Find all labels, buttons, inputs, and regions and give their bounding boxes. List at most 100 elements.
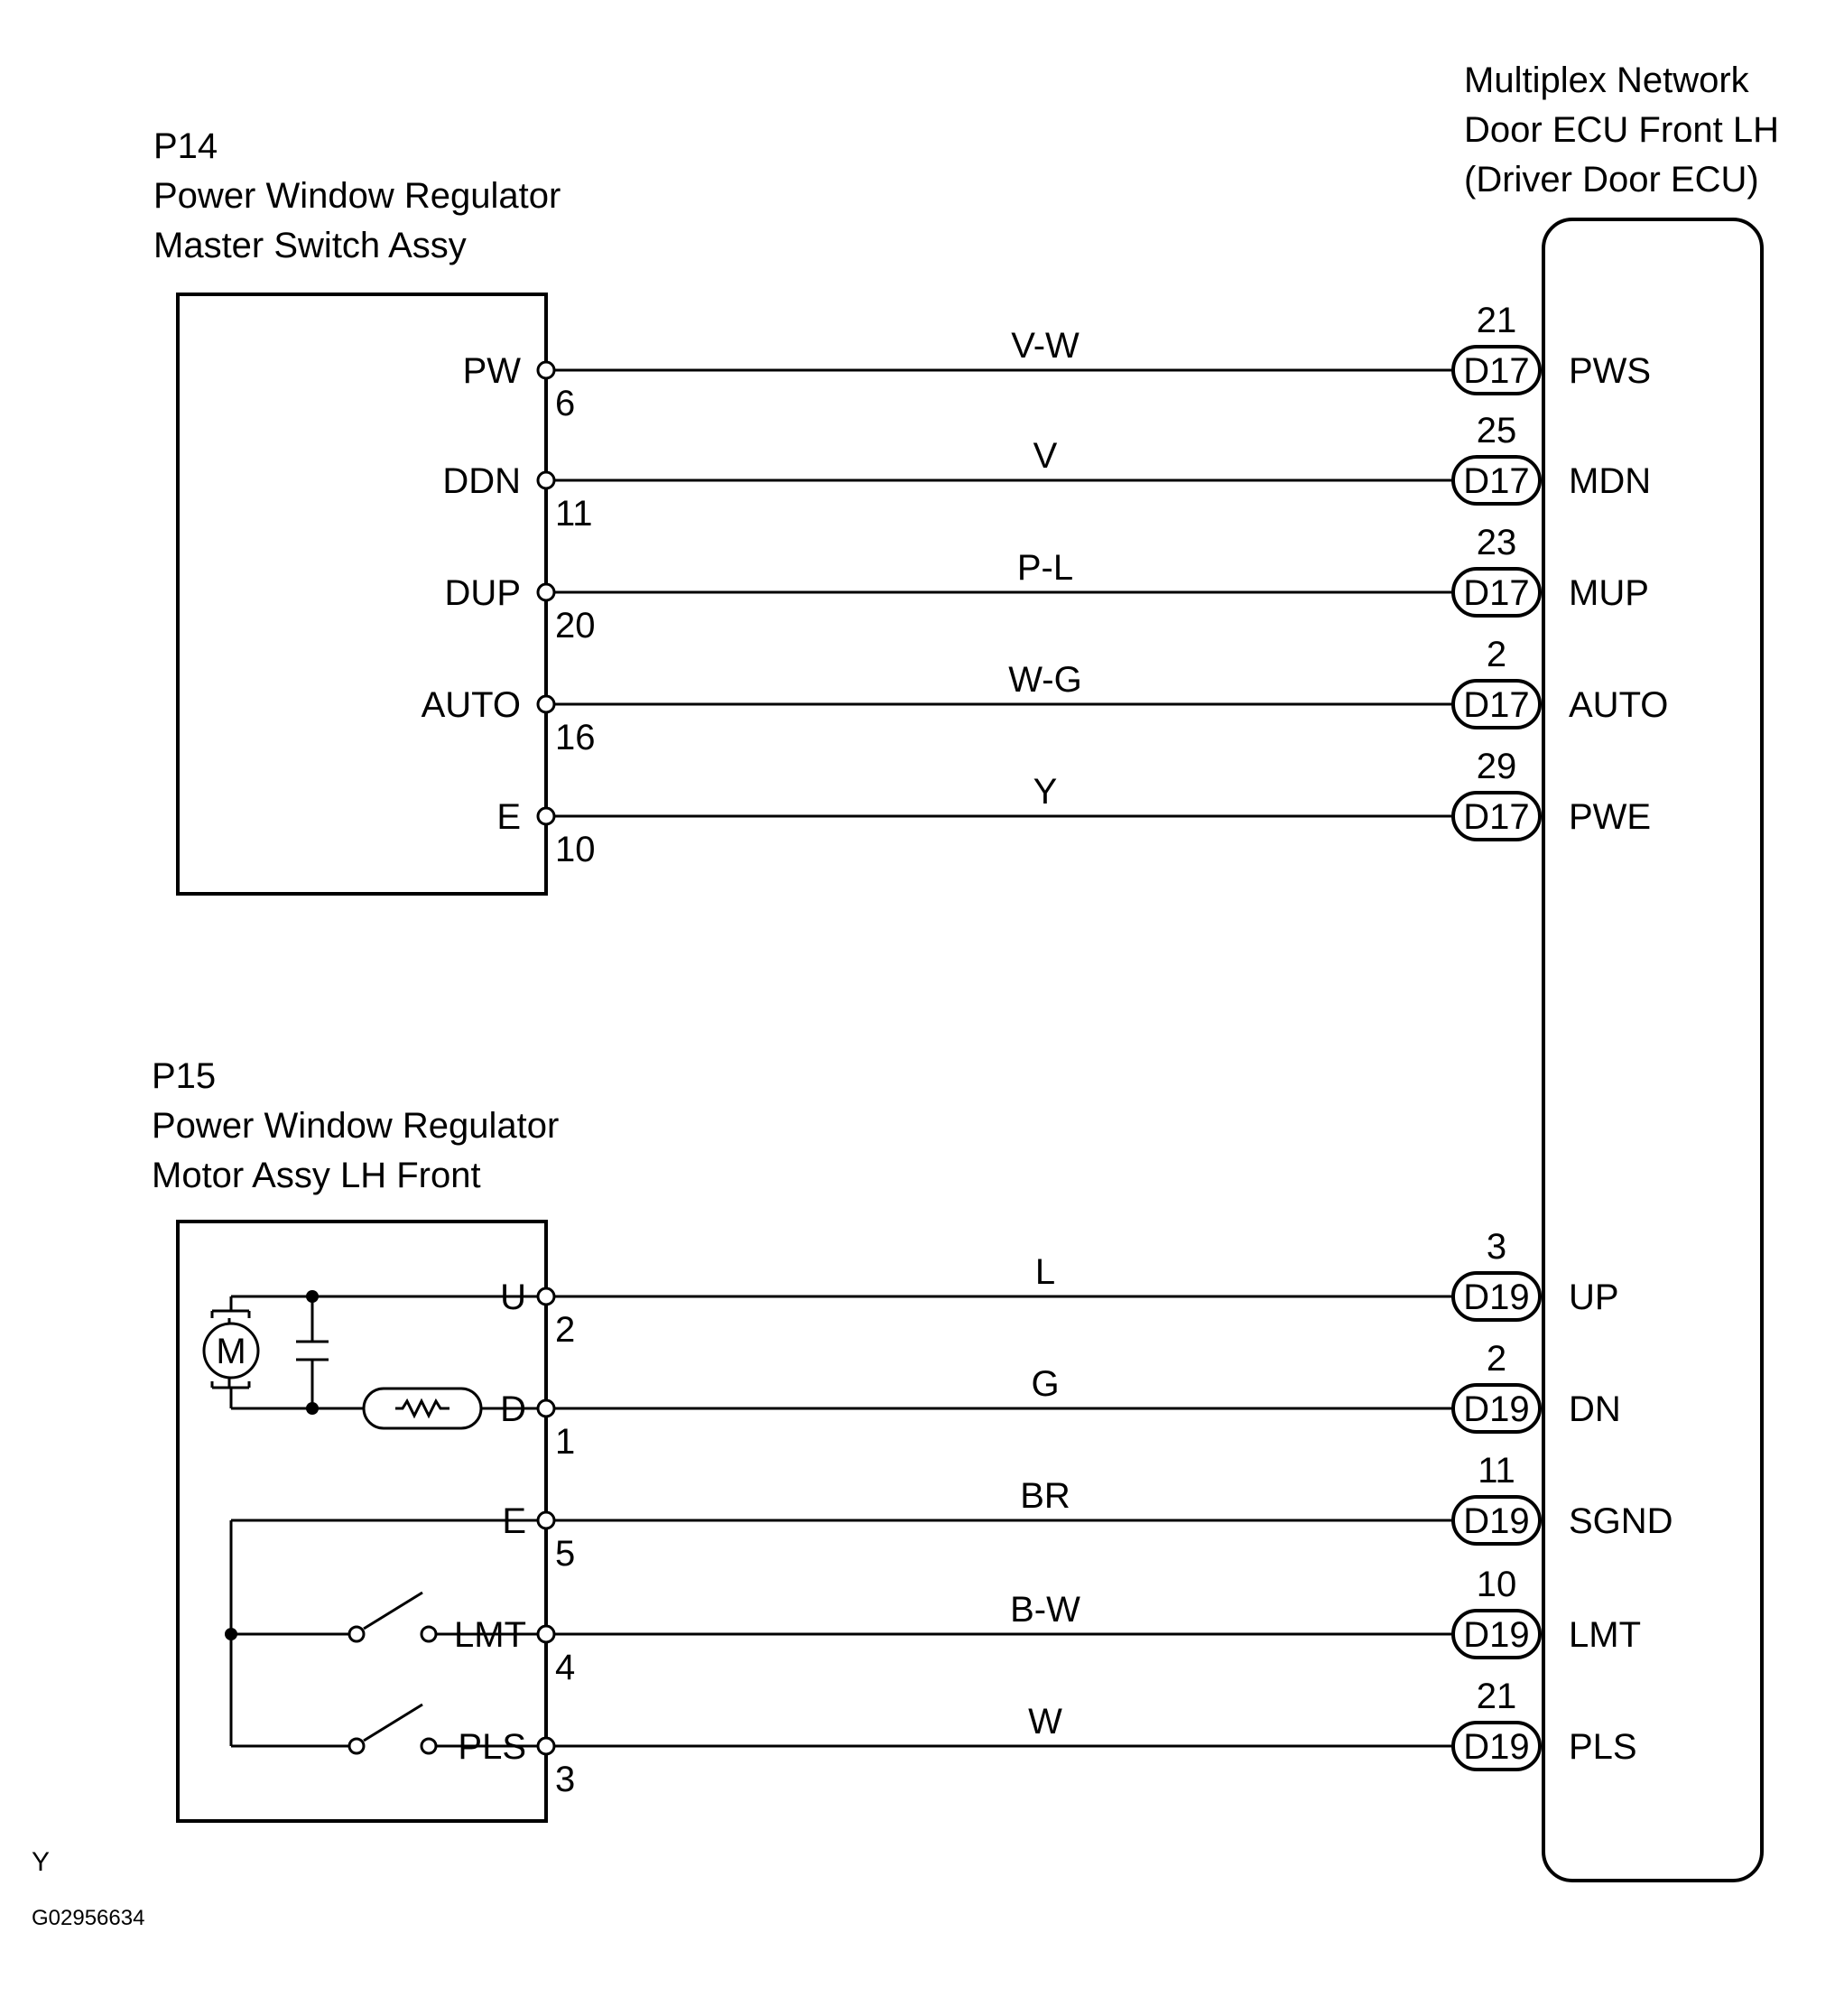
terminal-circle [536, 582, 556, 602]
connector-code: D17 [1463, 685, 1529, 725]
pin-label: AUTO [422, 685, 521, 725]
p14-name-line1: Power Window Regulator [153, 176, 561, 216]
connector-code: D17 [1463, 351, 1529, 391]
p15-code: P15 [152, 1056, 216, 1096]
ecu-pin-label: UP [1569, 1277, 1619, 1317]
switch-contact [420, 1737, 438, 1755]
ecu-pin-label: LMT [1569, 1615, 1641, 1655]
terminal-circle [536, 1736, 556, 1756]
pin-number: 1 [555, 1422, 575, 1462]
pin-label: DDN [442, 461, 521, 501]
pin-label: E [496, 797, 521, 837]
pin-label: U [500, 1277, 526, 1317]
connector-oval [1451, 455, 1542, 506]
ecu-pin-number: 3 [1487, 1227, 1506, 1267]
p14-name-line2: Master Switch Assy [153, 226, 467, 265]
wire-color: W-G [1008, 660, 1081, 700]
connector-code: D17 [1463, 797, 1529, 837]
terminal-circle [536, 1287, 556, 1306]
motor-icon [202, 1322, 260, 1380]
pin-label: LMT [454, 1615, 526, 1655]
ecu-title-line3: (Driver Door ECU) [1464, 160, 1759, 200]
connector-oval [1451, 345, 1542, 395]
p15-internal-circuit [210, 1295, 546, 1748]
connector-oval [1451, 567, 1542, 618]
pin-number: 16 [555, 718, 596, 757]
wire-color: L [1035, 1252, 1055, 1292]
ecu-pin-label: DN [1569, 1389, 1621, 1429]
wire-color: P-L [1017, 548, 1073, 588]
switch-contact [347, 1625, 366, 1643]
connector-code: D19 [1463, 1727, 1529, 1767]
connector-code: D19 [1463, 1389, 1529, 1429]
wire-color: G [1031, 1364, 1059, 1404]
pin-number: 3 [555, 1760, 575, 1799]
ecu-pin-label: SGND [1569, 1501, 1673, 1541]
wire-color: Y [1033, 772, 1058, 812]
pin-number: 5 [555, 1534, 575, 1574]
wire-color: B-W [1010, 1590, 1080, 1630]
ecu-pin-label: AUTO [1569, 685, 1668, 725]
connector-code: D19 [1463, 1277, 1529, 1317]
ecu-pin-number: 23 [1477, 523, 1517, 562]
figure-id: G02956634 [32, 1906, 144, 1930]
ecu-title-line2: Door ECU Front LH [1464, 110, 1779, 150]
connector-oval [1451, 1609, 1542, 1659]
ecu-pin-label: MDN [1569, 461, 1651, 501]
footer-mark: Y [32, 1847, 50, 1877]
terminal-circle [536, 470, 556, 490]
pin-number: 11 [555, 494, 593, 534]
ecu-pin-number: 2 [1487, 635, 1506, 674]
pin-label: E [502, 1501, 526, 1541]
pin-label: PLS [458, 1727, 526, 1767]
terminal-circle [536, 806, 556, 826]
connector-oval [1451, 791, 1542, 841]
ecu-pin-number: 21 [1477, 1677, 1517, 1716]
terminal-circle [536, 360, 556, 380]
ecu-box [1542, 218, 1764, 1882]
pin-number: 6 [555, 384, 575, 423]
p15-name-line1: Power Window Regulator [152, 1106, 559, 1146]
ecu-pin-number: 2 [1487, 1339, 1506, 1379]
wire-color: V-W [1011, 326, 1080, 366]
connector-oval [1451, 1271, 1542, 1322]
wire-color: BR [1020, 1476, 1070, 1516]
ecu-pin-number: 21 [1477, 301, 1517, 340]
switch-contact [347, 1737, 366, 1755]
ecu-pin-label: PWE [1569, 797, 1651, 837]
pin-number: 20 [555, 606, 596, 646]
pin-number: 2 [555, 1310, 575, 1350]
pin-label: DUP [445, 573, 521, 613]
ecu-pin-number: 11 [1478, 1451, 1515, 1491]
ecu-pin-number: 25 [1477, 411, 1517, 451]
ecu-title-line1: Multiplex Network [1464, 60, 1750, 100]
junction-dot [306, 1402, 319, 1415]
terminal-circle [536, 1398, 556, 1418]
connector-oval [1451, 1383, 1542, 1434]
junction-dot [225, 1628, 237, 1640]
connector-code: D19 [1463, 1501, 1529, 1541]
ecu-pin-number: 29 [1477, 747, 1517, 786]
ecu-pin-number: 10 [1477, 1565, 1517, 1604]
p14-code: P14 [153, 126, 218, 166]
pin-number: 10 [555, 830, 596, 869]
pin-number: 4 [555, 1648, 575, 1687]
connector-oval [1451, 679, 1542, 729]
wire-color: W [1028, 1702, 1062, 1742]
pin-label: D [500, 1389, 526, 1429]
terminal-circle [536, 694, 556, 714]
pin-label: PW [463, 351, 522, 391]
terminal-circle [536, 1510, 556, 1530]
connector-code: D17 [1463, 461, 1529, 501]
junction-dot [306, 1290, 319, 1303]
connector-oval [1451, 1721, 1542, 1771]
wire-rows: PW6V-WD1721PWSDDN11VD1725MDNDUP20P-LD172… [422, 301, 1673, 1799]
ecu-pin-label: MUP [1569, 573, 1649, 613]
connector-code: D19 [1463, 1615, 1529, 1655]
switch-contact [420, 1625, 438, 1643]
connector-oval [1451, 1495, 1542, 1546]
ecu-pin-label: PWS [1569, 351, 1651, 391]
switch-contacts [347, 1625, 438, 1755]
wire-color: V [1033, 436, 1058, 476]
